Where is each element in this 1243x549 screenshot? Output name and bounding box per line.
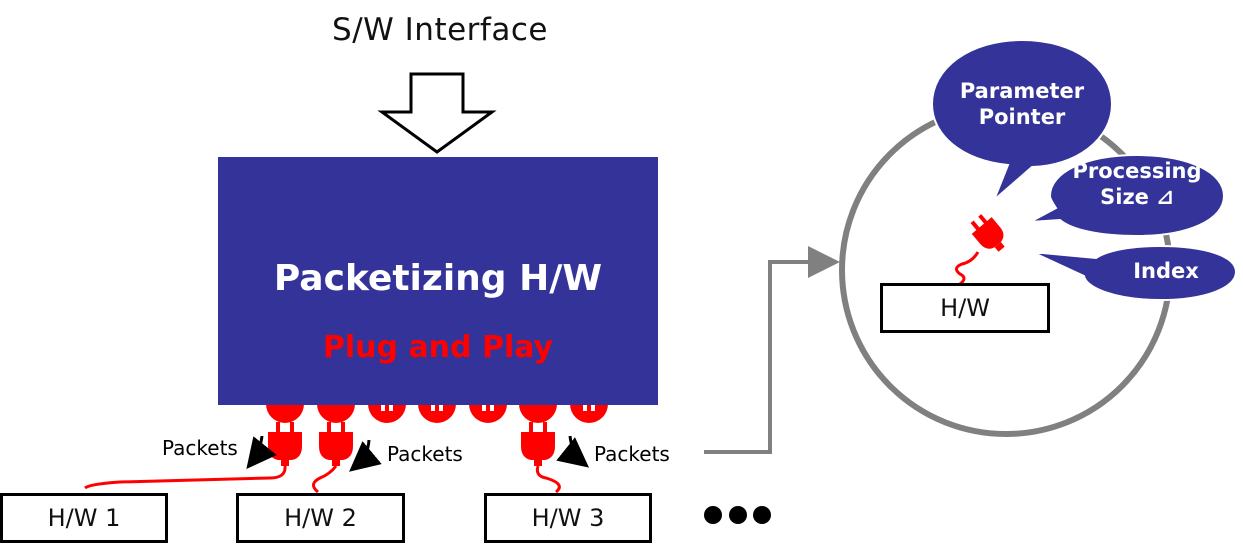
cables bbox=[84, 465, 561, 494]
packets-label-2: Packets bbox=[387, 442, 463, 466]
hw-box-3: H/W 3 bbox=[484, 493, 652, 543]
parameter-pointer-bubble-text: Parameter Pointer bbox=[959, 79, 1085, 129]
zoom-hw-box: H/W bbox=[880, 283, 1050, 333]
plug-and-play-label: Plug and Play bbox=[322, 330, 554, 365]
packetizing-hw-box bbox=[218, 157, 658, 405]
processing-size-bubble-text: Processing Size ⊿ bbox=[1072, 159, 1202, 209]
ellipsis-icon bbox=[704, 506, 771, 524]
packet-arrows bbox=[246, 435, 590, 472]
hw-box-1: H/W 1 bbox=[0, 493, 168, 543]
packets-label-3: Packets bbox=[594, 442, 670, 466]
hw-box-2: H/W 2 bbox=[236, 493, 405, 543]
index-bubble-text: Index bbox=[1133, 259, 1199, 283]
sw-interface-title: S/W Interface bbox=[332, 12, 548, 48]
packets-label-1: Packets bbox=[162, 436, 238, 460]
down-arrow-icon bbox=[377, 72, 497, 154]
zoom-connector bbox=[704, 246, 840, 454]
small-plug-icon bbox=[955, 214, 1005, 286]
speech-bubbles bbox=[930, 38, 1238, 302]
packetizing-hw-label: Packetizing H/W bbox=[273, 258, 603, 299]
